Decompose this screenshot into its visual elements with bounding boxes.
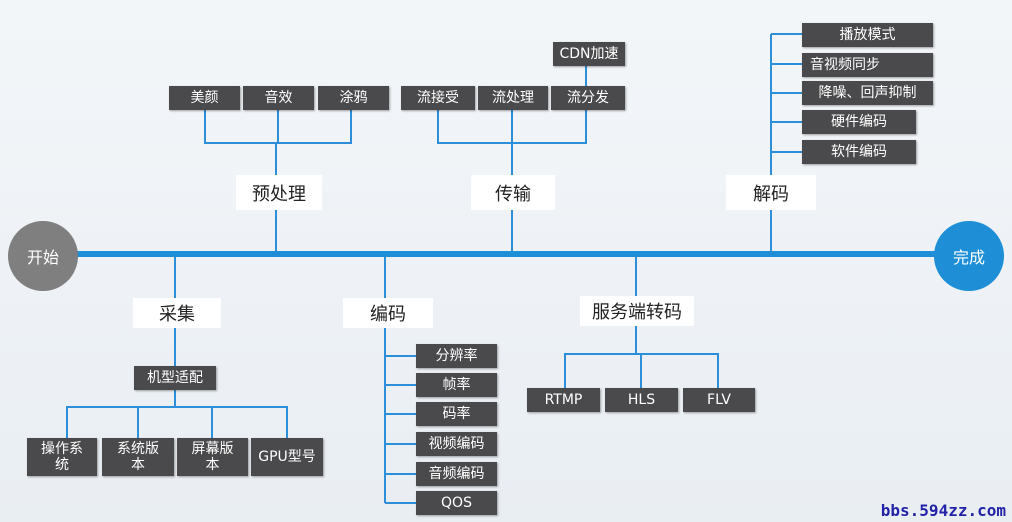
- server-format-item: HLS: [605, 388, 678, 412]
- stage-label-transport: 传输: [471, 175, 555, 210]
- capture-item: 屏幕版 本: [177, 438, 248, 476]
- encode-item: 分辨率: [416, 344, 497, 368]
- preprocess-item: 音效: [243, 86, 314, 110]
- transport-item: 流接受: [401, 86, 475, 110]
- preprocess-item: 涂鸦: [318, 86, 389, 110]
- decode-item: 音视频同步: [802, 53, 933, 77]
- server-format-item: RTMP: [527, 388, 600, 412]
- start-node: 开始: [8, 221, 78, 291]
- transport-item: 流分发: [551, 86, 625, 110]
- encode-item: 帧率: [416, 373, 497, 397]
- end-node: 完成: [934, 221, 1004, 291]
- stage-label-preprocess: 预处理: [236, 175, 322, 210]
- capture-sub-item: 机型适配: [134, 366, 216, 390]
- encode-item: 音频编码: [416, 462, 497, 486]
- capture-item: 操作系 统: [27, 438, 97, 476]
- capture-item: GPU型号: [251, 438, 323, 476]
- stage-label-decode: 解码: [726, 175, 816, 210]
- transport-item: 流处理: [478, 86, 548, 110]
- stage-label-encode: 编码: [343, 298, 433, 328]
- decode-item: 降噪、回声抑制: [802, 81, 933, 105]
- capture-item: 系统版 本: [102, 438, 174, 476]
- encode-item: 视频编码: [416, 432, 497, 456]
- server-format-item: FLV: [683, 388, 755, 412]
- transport-cdn-item: CDN加速: [553, 42, 625, 66]
- preprocess-item: 美颜: [169, 86, 240, 110]
- decode-item: 软件编码: [802, 140, 916, 164]
- encode-item: 码率: [416, 402, 497, 426]
- stage-label-capture: 采集: [133, 298, 221, 328]
- watermark: bbs.594zz.com: [880, 501, 1006, 520]
- decode-item: 播放模式: [802, 23, 933, 47]
- stage-label-server-transcode: 服务端转码: [580, 296, 694, 326]
- decode-item: 硬件编码: [802, 110, 916, 134]
- encode-item: QOS: [416, 491, 497, 515]
